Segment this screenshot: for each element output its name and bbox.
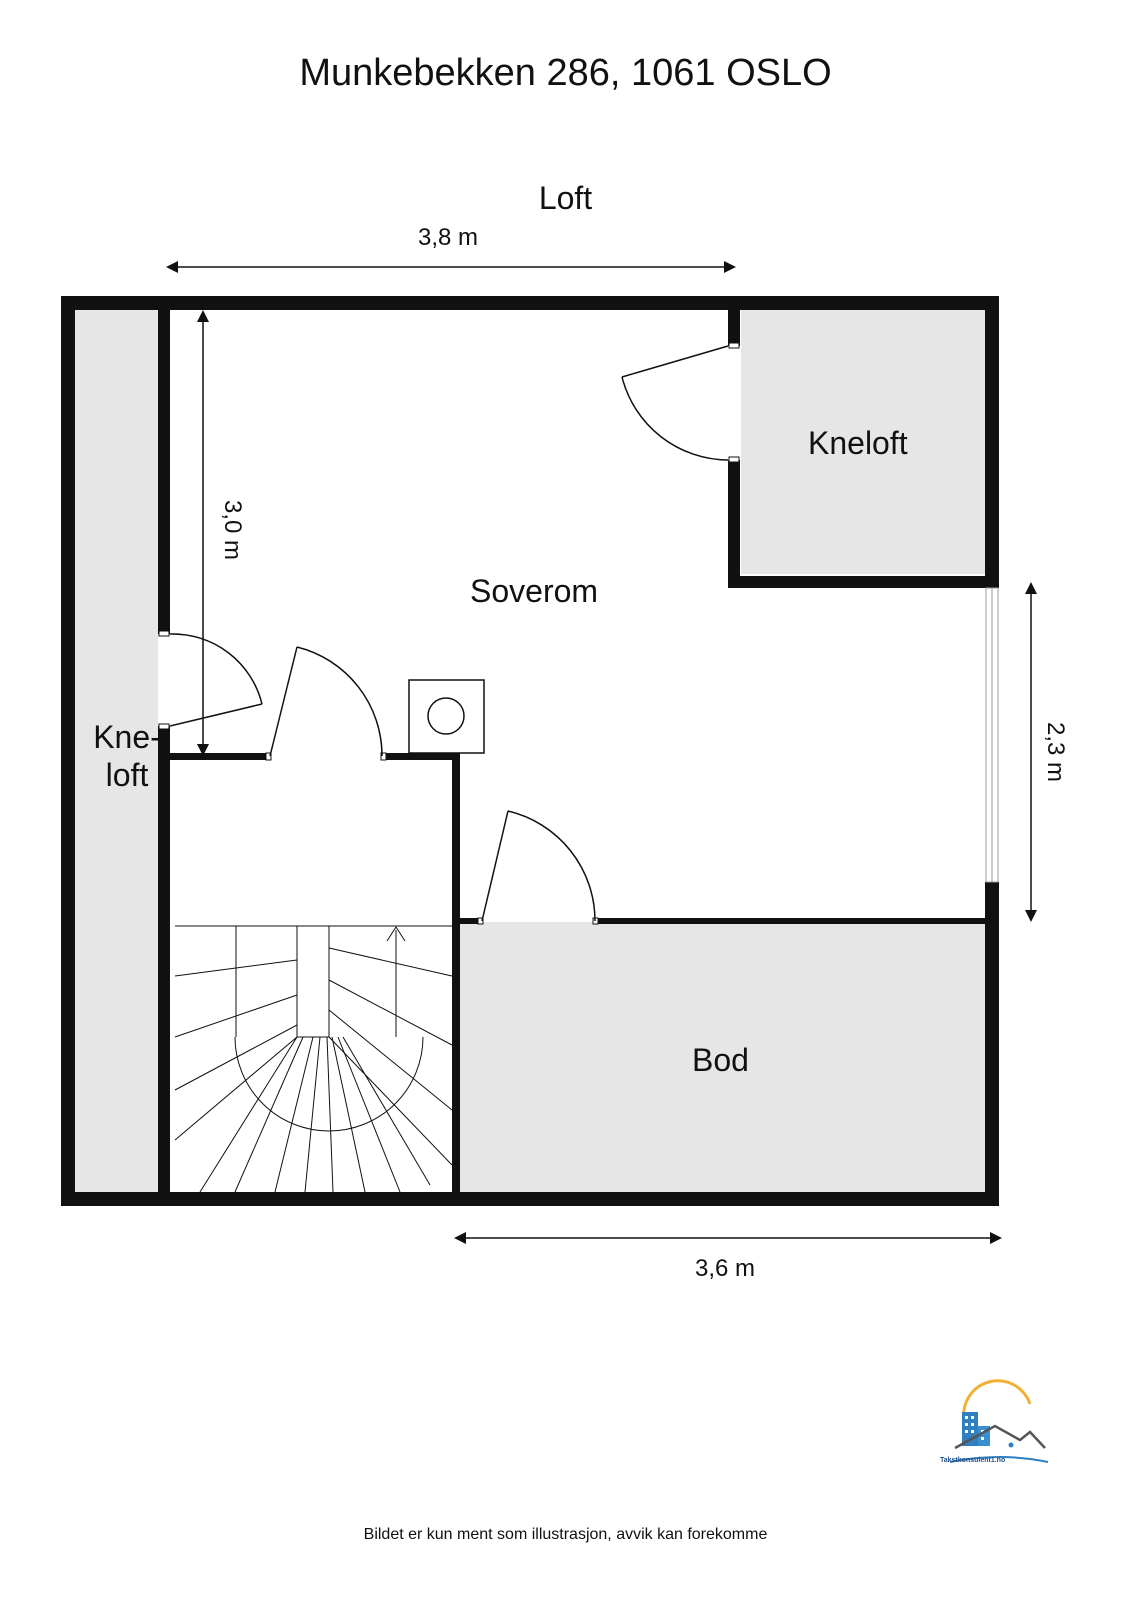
room-label-kneloft-left: Kne- loft — [72, 718, 182, 794]
interior-walls — [158, 310, 985, 1192]
room-label-kneloft-left-line2: loft — [105, 757, 149, 793]
dimension-top: 3,8 m — [418, 224, 479, 251]
door-kneloft-right — [621, 345, 729, 461]
floor-label: Loft — [538, 180, 593, 216]
disclaimer: Bildet er kun ment som illustrasjon, avv… — [363, 1526, 768, 1543]
dimension-lines — [166, 261, 1037, 1244]
room-label-kneloft-right: Kneloft — [808, 425, 908, 461]
room-label-soverom: Soverom — [470, 573, 599, 609]
kneloft-right-area — [741, 310, 985, 574]
address-title: Munkebekken 286, 1061 OSLO — [299, 52, 832, 94]
door-bod — [481, 810, 596, 922]
door-jambs — [158, 342, 740, 925]
dimension-right: 2,3 m — [1042, 721, 1069, 783]
company-logo — [949, 1379, 1049, 1463]
chimney — [408, 679, 485, 754]
kneloft-left-area — [74, 310, 158, 1192]
dimension-left: 3,0 m — [219, 499, 246, 561]
logo-text: Takstkonsulent1.no — [940, 1457, 1006, 1464]
room-label-bod: Bod — [692, 1042, 749, 1078]
staircase — [174, 925, 453, 1193]
bod-area — [459, 922, 985, 1192]
door-kneloft-left — [169, 633, 263, 727]
dimension-bottom: 3,6 m — [695, 1255, 756, 1282]
window — [985, 587, 999, 883]
door-stair — [269, 646, 383, 757]
outer-walls — [61, 296, 999, 1206]
room-label-kneloft-left-line1: Kne- — [93, 719, 161, 755]
